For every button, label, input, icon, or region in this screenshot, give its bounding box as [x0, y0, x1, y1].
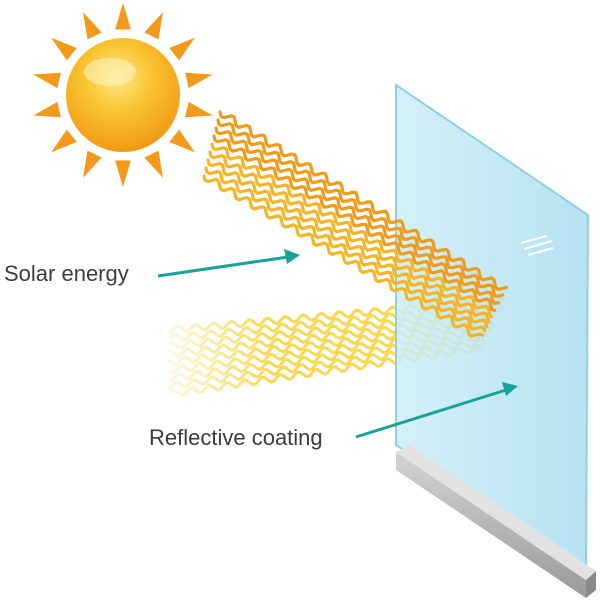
solar-wave	[208, 150, 491, 324]
sun-ray	[185, 101, 213, 118]
solar-wave	[214, 126, 501, 305]
sun-ray	[51, 37, 77, 61]
sun-ray	[169, 129, 195, 153]
solar-wave	[212, 134, 497, 312]
sun-icon	[33, 3, 213, 187]
solar-energy-arrow	[157, 249, 300, 278]
sun-ray	[33, 101, 61, 118]
reflective-coating-arrow	[355, 382, 518, 439]
sun-ray	[115, 160, 131, 187]
sun-ray	[115, 3, 131, 30]
solar-energy-waves	[202, 110, 509, 338]
sun-ray	[51, 129, 77, 153]
sun-ray	[144, 12, 163, 40]
solar-wave	[210, 142, 493, 319]
solar-wave	[206, 158, 489, 329]
sun-ray	[144, 150, 163, 178]
sun-ray	[169, 37, 195, 61]
solar-wave	[202, 174, 485, 338]
reflective-coating-label: Reflective coating	[149, 425, 323, 450]
sun-ray	[83, 150, 102, 178]
sun-ray	[83, 12, 102, 40]
solar-wave	[216, 118, 505, 298]
sun-ray	[33, 72, 61, 89]
solar-wave	[218, 110, 509, 292]
solar-energy-label: Solar energy	[4, 261, 129, 286]
solar-wave	[204, 166, 487, 333]
window-frame	[396, 445, 596, 598]
sun-ray	[185, 72, 213, 89]
